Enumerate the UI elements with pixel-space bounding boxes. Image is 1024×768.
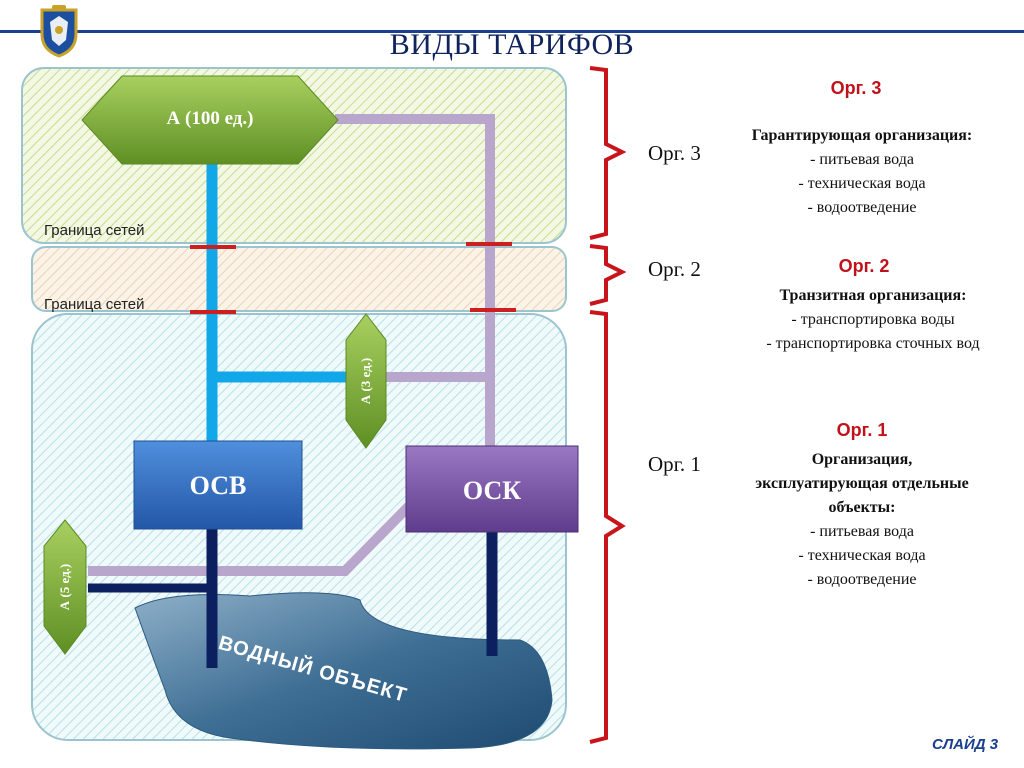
- org1-side-label: Орг. 1: [648, 452, 701, 476]
- node-osk-shape: [405, 445, 579, 533]
- node-a3-label: А (3 ед.): [358, 357, 373, 405]
- legend-org1-title-line: эксплуатирующая отдельные: [755, 475, 969, 492]
- water-body-shape: [134, 592, 553, 750]
- legend-org2-item: - транспортировка сточных вод: [766, 335, 980, 352]
- node-osk-label: ОСК: [462, 476, 522, 505]
- legend-org1-title-line: Организация,: [811, 451, 913, 468]
- legend-org3-block: Гарантирующая организация: - питьевая во…: [712, 124, 1012, 220]
- zone-org2: [31, 246, 567, 312]
- org2-side-label: Орг. 2: [648, 257, 701, 281]
- legend-org3-title: Гарантирующая организация:: [751, 127, 973, 144]
- org3-side-label: Орг. 3: [648, 141, 701, 165]
- boundary-label-top: Граница сетей: [44, 222, 145, 239]
- legend-org2-item: - транспортировка воды: [791, 311, 955, 328]
- legend-org1-heading: Орг. 1: [836, 420, 888, 440]
- legend-org2-title: Транзитная организация:: [779, 287, 967, 304]
- legend-org1-block: Организация, эксплуатирующая отдельные о…: [712, 448, 1012, 592]
- legend-org3-item: - водоотведение: [807, 199, 917, 216]
- bracket-org2: [589, 244, 627, 306]
- legend-org2-heading: Орг. 2: [838, 256, 890, 276]
- pipe-sewage-a5: [88, 501, 414, 576]
- pipe-sewage-main: [335, 114, 495, 455]
- legend-org1-item: - водоотведение: [807, 571, 917, 588]
- legend-org1-item: - питьевая вода: [810, 523, 914, 540]
- legend-org2-block: Транзитная организация: - транспортировк…: [728, 284, 1018, 356]
- node-a5-shape: [43, 519, 87, 655]
- legend-org3-item: - питьевая вода: [810, 151, 914, 168]
- boundary-label-bottom: Граница сетей: [44, 296, 145, 313]
- bracket-org1: [589, 310, 626, 744]
- slide-number: СЛАЙД 3: [932, 736, 999, 753]
- page-title: ВИДЫ ТАРИФОВ: [389, 28, 635, 61]
- legend-org3-item: - техническая вода: [798, 175, 926, 192]
- bracket-org3: [589, 66, 627, 240]
- node-a100-shape: [81, 75, 339, 165]
- legend-org3-heading: Орг. 3: [830, 78, 882, 98]
- node-a5-label: А (5 ед.): [57, 563, 72, 611]
- coat-of-arms-emblem: [38, 4, 80, 58]
- node-a100-label: А (100 ед.): [166, 108, 254, 129]
- node-osv-shape: [133, 440, 303, 530]
- node-osv-label: ОСВ: [189, 471, 247, 500]
- legend-org1-item: - техническая вода: [798, 547, 926, 564]
- node-a3-shape: [345, 313, 387, 449]
- header-line: [0, 30, 1024, 33]
- legend-org1-title-line: объекты:: [828, 499, 896, 516]
